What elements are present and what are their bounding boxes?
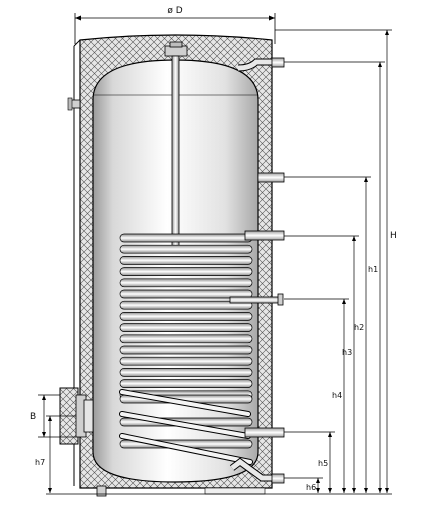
dim-h6-label: h6 (306, 483, 316, 492)
dimension-arrow (378, 62, 382, 67)
left-dimensions: B h7 (30, 394, 76, 493)
coil-turn (119, 233, 253, 243)
dimension-arrow (342, 299, 346, 304)
coil-turn (119, 323, 253, 332)
dimension-arrow (364, 488, 368, 493)
coil-turn (119, 356, 253, 366)
coil-turn (119, 244, 253, 254)
coil-turn (119, 300, 253, 310)
coil-turn (119, 267, 253, 276)
coil-turn (119, 289, 253, 299)
floor-line (204, 487, 266, 495)
dimension-arrow (364, 177, 368, 182)
dim-B-label: B (30, 412, 36, 422)
dimension-arrow (352, 488, 356, 493)
anode-rod (171, 55, 180, 247)
cold-water-inlet (229, 457, 285, 484)
dimension-arrow (385, 488, 389, 493)
dim-H-label: H (390, 231, 397, 241)
dim-h5-label: h5 (318, 459, 328, 468)
thermometer-port (67, 97, 81, 111)
hot-water-outlet (237, 57, 285, 72)
dim-h1-label: h1 (368, 265, 378, 274)
coil-inlet-connection (244, 230, 285, 241)
coil-turn (119, 368, 253, 377)
dimension-arrow (316, 478, 320, 483)
dimension-arrow (328, 488, 332, 493)
diameter-label: ø D (167, 6, 182, 16)
coil-leg (120, 412, 250, 438)
dimension-arrow (342, 488, 346, 493)
coil-turn (119, 379, 253, 388)
sensor-pocket (229, 293, 284, 306)
dimension-arrow (352, 236, 356, 241)
drain-stub (96, 485, 107, 497)
coil-turn (119, 256, 253, 265)
coil-outlet-connection (244, 427, 285, 438)
dimension-arrow (328, 432, 332, 437)
dim-h3-label: h3 (342, 348, 352, 357)
dimension-arrow (378, 488, 382, 493)
coil-leg (120, 390, 250, 416)
dim-h2-label: h2 (354, 323, 364, 332)
coil-turn (119, 278, 253, 288)
coil-turn (119, 334, 253, 344)
diameter-dimension: ø D (74, 6, 276, 44)
circulation-connection (257, 172, 285, 183)
dimension-arrow (316, 488, 320, 493)
dim-h4-label: h4 (332, 391, 342, 400)
heat-exchanger-coil (119, 233, 253, 465)
dimension-arrow (385, 30, 389, 35)
coil-leg (120, 434, 252, 464)
dim-h7-label: h7 (35, 458, 45, 467)
coil-turn (119, 312, 253, 321)
coil-turn (119, 345, 253, 355)
height-dimensions: Hh1 h2 h3 h4 h5 h6 (275, 29, 397, 493)
